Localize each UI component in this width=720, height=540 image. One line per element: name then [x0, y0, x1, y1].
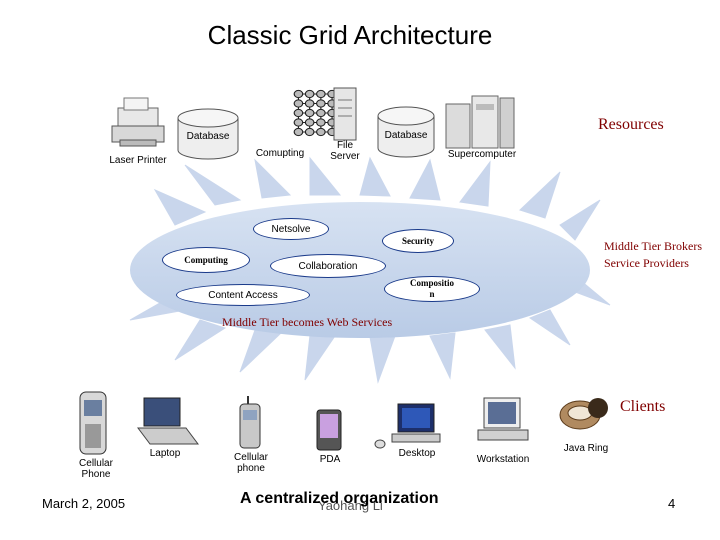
database-icon-2	[377, 106, 435, 158]
resource-label-database: Database	[186, 131, 230, 142]
cluster-node	[316, 99, 326, 108]
desktop-icon	[374, 403, 441, 449]
client-label-java-ring: Java Ring	[563, 443, 609, 454]
cluster-node	[316, 89, 326, 99]
service-security: Security	[382, 229, 454, 253]
resource-label-supercomputer: Supercomputer	[447, 149, 517, 160]
cluster-node	[293, 89, 304, 99]
client-label-cellular-phone: Cellular Phone	[79, 458, 113, 480]
file-server-icon	[333, 87, 357, 141]
service-content-access: Content Access	[176, 284, 310, 306]
cluster-node	[316, 127, 326, 137]
resource-label-file-server: File Server	[330, 140, 360, 162]
footer-date: March 2, 2005	[42, 496, 126, 511]
client-label-workstation: Workstation	[476, 454, 530, 465]
resource-label-database-2: Database	[384, 130, 428, 141]
resources-label: Resources	[598, 116, 664, 133]
clients-label: Clients	[620, 398, 666, 415]
cluster-node	[293, 99, 304, 108]
client-label-laptop: Laptop	[149, 448, 181, 459]
footer-page-number: 4	[668, 496, 676, 511]
client-label-pda: PDA	[319, 454, 341, 465]
footer-author: Yaohang Li	[318, 498, 383, 513]
page-title: Classic Grid Architecture	[207, 20, 493, 50]
database-icon	[177, 108, 239, 160]
resource-label-laser-printer: Laser Printer	[109, 155, 167, 166]
supercomputer-icon	[445, 95, 515, 149]
cluster-node	[293, 127, 304, 137]
middle-tier-caption: Middle Tier becomes Web Services	[222, 315, 393, 329]
cellular-phone-icon-2	[239, 396, 261, 449]
java-ring-icon	[559, 398, 608, 430]
cluster-node	[316, 118, 326, 127]
client-label-cellular-phone-2: Cellular phone	[234, 452, 268, 474]
cellular-phone-icon	[79, 391, 107, 455]
cluster-node	[293, 118, 304, 127]
cluster-node	[293, 108, 304, 118]
cluster-node	[316, 108, 326, 118]
pda-icon	[316, 409, 342, 451]
cluster-node	[304, 89, 315, 99]
workstation-icon	[477, 397, 529, 441]
service-netsolve: Netsolve	[253, 218, 329, 240]
cluster-node	[304, 118, 315, 127]
service-collaboration: Collaboration	[270, 254, 386, 278]
cluster-node	[304, 127, 315, 137]
middle-tier-spikes	[129, 156, 611, 384]
cluster-node	[304, 108, 315, 118]
service-computing: Computing	[162, 247, 250, 273]
cluster-node	[304, 99, 315, 108]
footer-center-text: A centralized organization	[240, 490, 439, 507]
client-label-desktop: Desktop	[398, 448, 436, 459]
middle-tier-side-label: Middle Tier Brokers Service Providers	[604, 239, 703, 270]
laptop-icon	[137, 397, 199, 445]
service-composition: Compositio n	[384, 276, 480, 302]
resource-label-computing: Comupting	[255, 148, 305, 159]
laser-printer-icon	[111, 97, 165, 147]
